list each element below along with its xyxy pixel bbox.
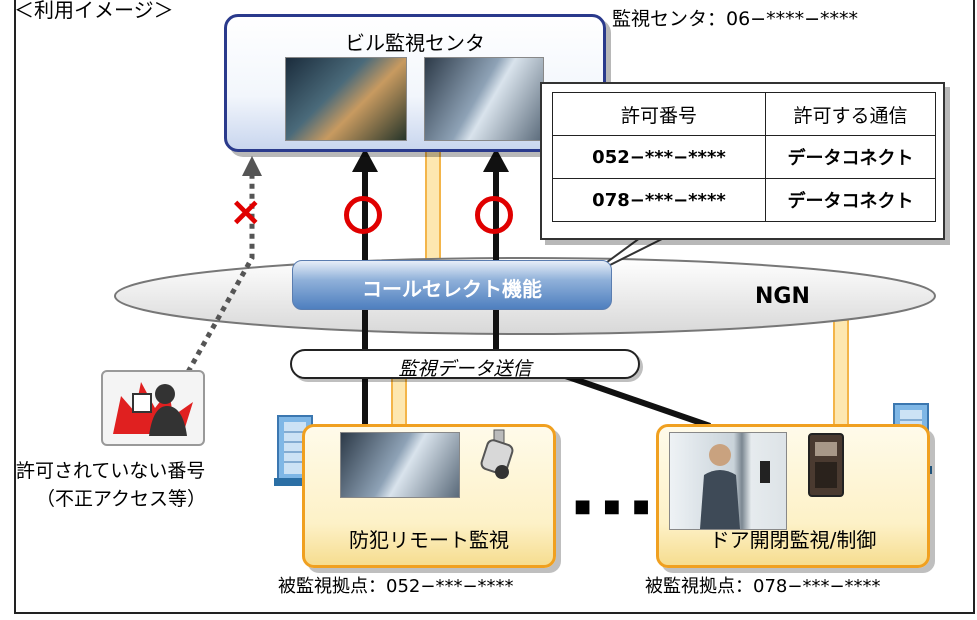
- table-header-row: 許可番号 許可する通信: [552, 92, 936, 136]
- link-ngn-site1: [391, 377, 407, 427]
- table-row: 078−***−**** データコネクト: [552, 178, 936, 222]
- arrowhead-2: [483, 148, 509, 172]
- outer-frame: [14, 0, 975, 614]
- permit-number-cell: 052−***−****: [552, 135, 766, 179]
- header-permit-number: 許可番号: [552, 92, 766, 136]
- permission-table-callout: 許可番号 許可する通信 052−***−**** データコネクト 078−***…: [540, 82, 945, 240]
- allowed-mark-icon: [344, 196, 382, 234]
- door-access-photo: [669, 432, 787, 530]
- unauthorized-label: 許可されていない番号: [16, 460, 206, 482]
- arrowhead-unauthorized: [242, 156, 262, 176]
- camera-feed-photo: [424, 57, 544, 141]
- site2-number: 被監視拠点：078−***−****: [645, 576, 881, 597]
- link-center-ngn: [425, 147, 441, 261]
- denied-mark-icon: ×: [229, 189, 263, 235]
- site1-number: 被監視拠点：052−***−****: [278, 576, 514, 597]
- intruder-illustration: [113, 382, 193, 436]
- intruder-icon: [101, 370, 205, 446]
- call-select-label: コールセレクト機能: [362, 277, 542, 301]
- center-title: ビル監視センタ: [345, 31, 485, 55]
- surveillance-feed-photo: [340, 432, 460, 498]
- table-row: 052−***−**** データコネクト: [552, 135, 936, 179]
- operator-photo: [285, 57, 407, 141]
- link-ngn-site2: [833, 319, 849, 427]
- site-name: 防犯リモート監視: [349, 528, 509, 552]
- header-permit-comm: 許可する通信: [765, 92, 936, 136]
- data-send-pill: 監視データ送信: [290, 349, 640, 380]
- permit-comm-cell: データコネクト: [765, 135, 936, 179]
- call-select-function: コールセレクト機能: [292, 260, 612, 310]
- unauthorized-note: （不正アクセス等）: [36, 488, 207, 510]
- usage-image-header: ＜利用イメージ＞: [14, 0, 174, 22]
- permit-comm-cell: データコネクト: [765, 178, 936, 222]
- person-illustration: [700, 444, 770, 529]
- permission-table: 許可番号 許可する通信 052−***−**** データコネクト 078−***…: [552, 92, 936, 222]
- permit-number-cell: 078−***−****: [552, 178, 766, 222]
- site-name: ドア開閉監視/制御: [709, 528, 877, 552]
- center-number: 監視センタ：06−****−****: [612, 8, 859, 30]
- path-unauthorized: [185, 172, 255, 374]
- ellipsis-marker: ■ ■ ■: [574, 496, 653, 517]
- ngn-label: NGN: [755, 284, 810, 309]
- intercom-icon: [808, 433, 844, 497]
- allowed-mark-icon: [475, 196, 513, 234]
- security-camera-icon: [480, 429, 514, 479]
- arrowhead-1: [352, 148, 378, 172]
- data-send-label: 監視データ送信: [398, 358, 532, 380]
